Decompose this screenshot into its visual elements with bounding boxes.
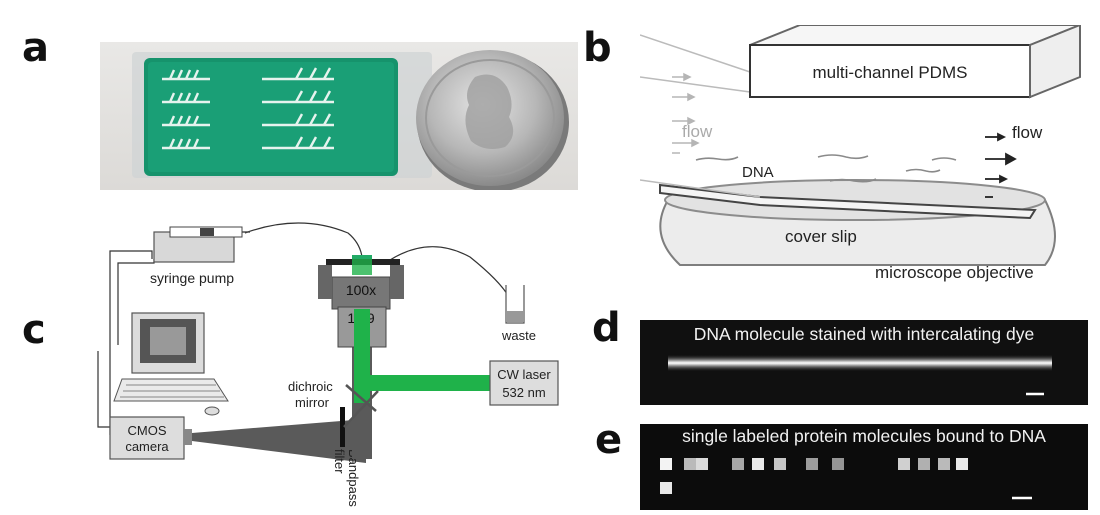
- flow-arrows-left: [672, 72, 700, 154]
- flow-cell-schematic: multi-channel PDMS flow flow DNA cover s…: [640, 25, 1081, 282]
- coin: [416, 50, 569, 190]
- protein-spot: [696, 458, 708, 470]
- cover-slip-label: cover slip: [785, 227, 857, 246]
- protein-spot: [956, 458, 968, 470]
- panel-letter-e: e: [595, 417, 623, 463]
- flow-label-right: flow: [1012, 123, 1043, 142]
- dichroic-mirror: [343, 384, 379, 428]
- waste-label: waste: [501, 328, 536, 343]
- protein-spots: [660, 458, 968, 494]
- camera-label-line1: CMOS: [128, 423, 167, 438]
- pdms-chip: [144, 58, 398, 176]
- protein-spot: [898, 458, 910, 470]
- protein-spot: [732, 458, 744, 470]
- filter-label-line1: Bandpass: [346, 449, 361, 507]
- protein-spot: [918, 458, 930, 470]
- setup-schematic: syringe pump CMOS camera Bandpass filter: [97, 222, 559, 507]
- objective-magnification: 100x: [346, 282, 376, 298]
- flow-arrows-right: [985, 132, 1017, 198]
- protein-spot: [938, 458, 950, 470]
- syringe-pump: [153, 226, 250, 263]
- laser-label-line1: CW laser: [497, 367, 551, 382]
- laser-beam: [352, 259, 490, 403]
- panel-letter-c: c: [22, 307, 46, 353]
- cmos-camera: [109, 416, 192, 460]
- protein-spot: [752, 458, 764, 470]
- laser: [489, 360, 559, 406]
- flow-label-left: flow: [682, 122, 713, 141]
- dna-strands: [695, 154, 957, 183]
- dna-image: DNA molecule stained with intercalating …: [640, 320, 1088, 405]
- filter-label-line2: filter: [332, 449, 347, 474]
- panel-letter-a: a: [22, 25, 49, 71]
- protein-spot: [806, 458, 818, 470]
- computer-icon: [113, 312, 229, 416]
- camera-label-line2: camera: [125, 439, 169, 454]
- pdms-block: [749, 25, 1081, 99]
- chip-photo: [100, 42, 578, 190]
- panel-letter-b: b: [583, 25, 612, 71]
- protein-spot: [774, 458, 786, 470]
- dna-image-caption: DNA molecule stained with intercalating …: [694, 324, 1034, 344]
- protein-image-caption: single labeled protein molecules bound t…: [682, 426, 1046, 446]
- pdms-label: multi-channel PDMS: [813, 63, 968, 82]
- objective-label: microscope objective: [875, 263, 1034, 282]
- protein-spot: [684, 458, 696, 470]
- bandpass-filter: [340, 407, 345, 447]
- dichroic-label-line1: dichroic: [288, 379, 333, 394]
- waste-tube: [505, 285, 525, 324]
- syringe-pump-label: syringe pump: [150, 270, 234, 286]
- dichroic-label-line2: mirror: [295, 395, 330, 410]
- protein-spot: [660, 458, 672, 470]
- laser-label-line2: 532 nm: [502, 385, 545, 400]
- protein-spot: [832, 458, 844, 470]
- panel-letter-d: d: [592, 305, 621, 351]
- dna-molecule: [668, 354, 1052, 372]
- protein-image: single labeled protein molecules bound t…: [640, 424, 1088, 510]
- protein-spot: [660, 482, 672, 494]
- emission-beam: [192, 419, 366, 463]
- dna-label: DNA: [742, 164, 774, 181]
